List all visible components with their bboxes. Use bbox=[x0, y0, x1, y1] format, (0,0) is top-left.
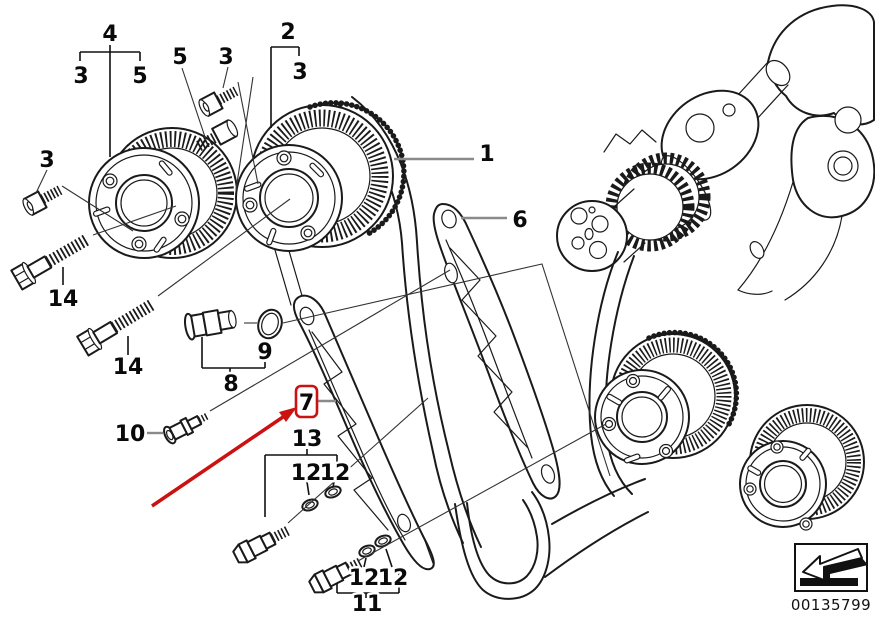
red-callout-box bbox=[294, 384, 319, 419]
set-bolt-5 bbox=[196, 119, 239, 151]
callout-3a: 3 bbox=[73, 64, 88, 89]
long-hex-bolt-b bbox=[76, 299, 155, 357]
callout-3d: 3 bbox=[39, 148, 54, 173]
callout-8: 8 bbox=[223, 372, 238, 397]
flange-screws-icon bbox=[242, 150, 316, 241]
socket-bolt-top bbox=[198, 86, 239, 117]
callout-11: 11 bbox=[352, 592, 383, 617]
flange-screws-icon bbox=[102, 173, 190, 252]
part-number: 00135799 bbox=[791, 596, 871, 614]
callout-14b: 14 bbox=[113, 355, 144, 380]
callout-14a: 14 bbox=[48, 287, 79, 312]
label-leaders bbox=[147, 157, 507, 435]
flange-screws-icon bbox=[601, 373, 674, 459]
camshaft-gear-top-left bbox=[88, 127, 238, 259]
camshaft-gear-top-middle bbox=[235, 100, 407, 252]
red-highlight-arrow bbox=[151, 415, 284, 508]
socket-bolt-left bbox=[22, 185, 63, 216]
red-arrowhead-icon bbox=[279, 407, 297, 422]
callout-brackets bbox=[62, 45, 400, 598]
tensioner-stud-11 bbox=[308, 557, 365, 594]
sealing-plug-8 bbox=[183, 309, 237, 341]
callout-12a: 12 bbox=[291, 461, 322, 486]
view-direction-arrow-icon bbox=[800, 548, 868, 586]
long-hex-bolt-a bbox=[10, 233, 91, 291]
callout-7-highlighted: 7 bbox=[299, 391, 314, 416]
washer-d bbox=[374, 534, 392, 548]
crankshaft bbox=[556, 4, 875, 301]
callout-5b: 5 bbox=[172, 45, 187, 70]
highlight-group bbox=[151, 384, 319, 508]
callout-10: 10 bbox=[115, 422, 146, 447]
callout-labels: 4 3 5 5 3 2 3 3 1 6 14 14 8 9 10 7 13 12… bbox=[37, 18, 530, 620]
plate-stamp: 00135799 bbox=[791, 543, 871, 614]
callout-13: 13 bbox=[292, 427, 323, 452]
camshaft-gear-lower-right bbox=[739, 404, 865, 531]
callout-6: 6 bbox=[512, 208, 527, 233]
callout-3b: 3 bbox=[218, 45, 233, 70]
callout-12b: 12 bbox=[320, 461, 351, 486]
timing-chain-lower-loop bbox=[454, 478, 649, 600]
flange-screws-icon bbox=[743, 440, 813, 531]
chain-guide-rail-right bbox=[432, 203, 561, 500]
tensioner-stud-13 bbox=[232, 525, 291, 564]
callout-3c: 3 bbox=[292, 60, 307, 85]
callout-12d: 12 bbox=[378, 566, 409, 591]
camshaft-gear-lower-left bbox=[594, 329, 740, 465]
callout-12c: 12 bbox=[349, 566, 380, 591]
washer-a bbox=[301, 498, 319, 512]
callout-4: 4 bbox=[102, 22, 117, 47]
callout-5a: 5 bbox=[132, 64, 147, 89]
leader-lines bbox=[35, 66, 611, 562]
tensioner-rail-left bbox=[293, 294, 435, 571]
callout-9: 9 bbox=[257, 340, 272, 365]
callout-1: 1 bbox=[479, 142, 494, 167]
callout-2: 2 bbox=[280, 20, 295, 45]
o-ring-9 bbox=[257, 308, 283, 340]
flange-bolt-10 bbox=[163, 412, 210, 445]
